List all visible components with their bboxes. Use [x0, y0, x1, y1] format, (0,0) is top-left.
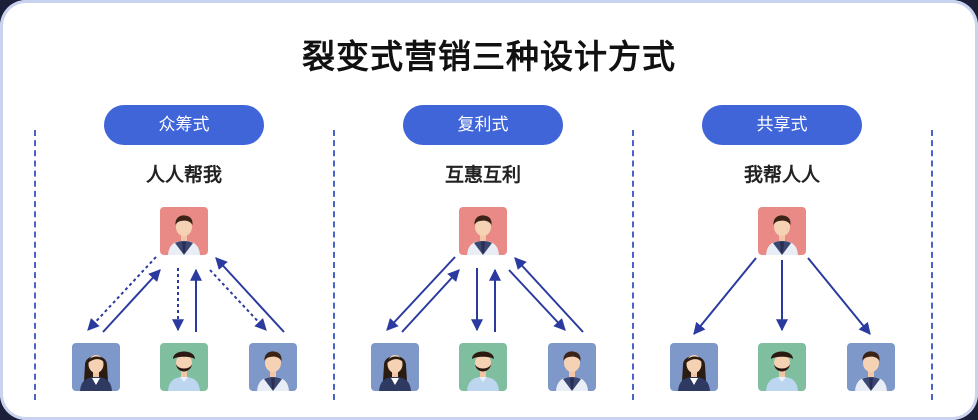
man-avatar-icon: [847, 343, 895, 391]
man-avatar-icon: [459, 207, 507, 255]
woman-avatar-icon: [72, 343, 120, 391]
arrow-s2-left-down: [386, 256, 456, 331]
section-1-subtitle: 人人帮我: [145, 164, 222, 186]
man-avatar-icon: [758, 207, 806, 255]
woman-avatar-icon: [670, 343, 718, 391]
arrow-s1-left-down: [87, 256, 157, 331]
arrow-s2-right-down: [508, 269, 566, 331]
arrow-s2-left-up: [401, 269, 460, 333]
arrow-s1-left-up: [102, 269, 161, 333]
section-3-subtitle: 我帮人人: [743, 164, 820, 186]
arrow-s2-right-up: [514, 257, 584, 333]
woman-avatar-icon: [371, 343, 419, 391]
divider-4: [931, 130, 933, 400]
arrows-layer: [87, 256, 871, 335]
arrow-s1-right-up: [215, 257, 285, 333]
man-avatar-icon: [548, 343, 596, 391]
bearded-man-avatar-icon: [758, 343, 806, 391]
arrow-s3-left-down: [693, 257, 757, 335]
section-2-label: 复利式: [403, 105, 563, 145]
bearded-man-avatar-icon: [459, 343, 507, 391]
divider-1: [34, 130, 36, 400]
section-1-label: 众筹式: [104, 105, 264, 145]
divider-2: [333, 130, 335, 400]
divider-3: [632, 130, 634, 400]
man-avatar-icon: [249, 343, 297, 391]
section-3-label: 共享式: [702, 105, 862, 145]
arrow-s1-right-down: [209, 269, 267, 331]
section-2-subtitle: 互惠互利: [444, 164, 521, 186]
man-avatar-icon: [160, 207, 208, 255]
page-title: 裂变式营销三种设计方式: [302, 37, 676, 76]
bearded-man-avatar-icon: [160, 343, 208, 391]
arrow-s3-right-down: [807, 257, 871, 335]
